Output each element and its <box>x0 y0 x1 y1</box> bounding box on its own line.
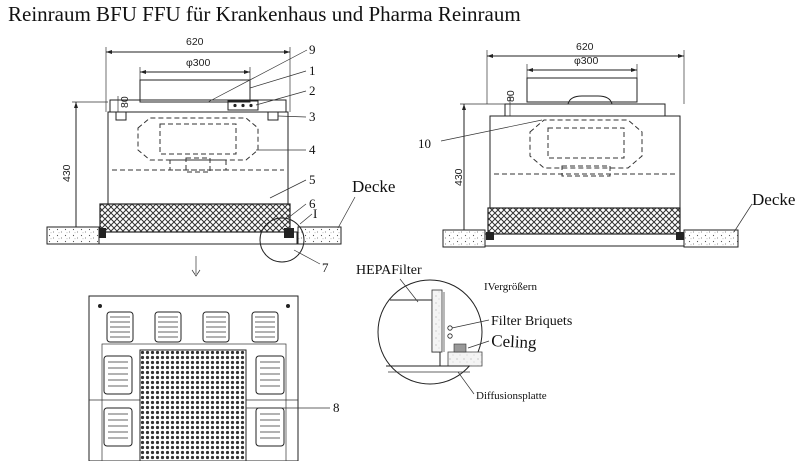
flange-dimension: 80 <box>119 96 131 108</box>
top-plate-right <box>504 103 666 117</box>
callout-5: 5 <box>309 172 316 187</box>
hepa-filter-right <box>487 207 681 235</box>
ceiling-right <box>297 226 342 245</box>
diffusion-plate-right <box>479 233 689 247</box>
perforated-center <box>139 349 247 461</box>
duct-diameter-dimension-right: φ300 <box>574 55 598 67</box>
hepa-filter-label: HEPAFilter <box>356 263 422 278</box>
hepa-filter <box>99 203 291 233</box>
duct-collar <box>139 79 251 103</box>
duct-collar-right <box>526 77 638 103</box>
callout-7: 7 <box>322 260 329 275</box>
callout-6: 6 <box>309 196 316 211</box>
duct-diameter-dimension: φ300 <box>186 57 210 69</box>
zoom-label: IVergrößern <box>484 281 537 293</box>
height-dimension-right: 430 <box>453 168 465 186</box>
fan-motor-right <box>529 119 643 169</box>
callout-3: 3 <box>309 109 316 124</box>
width-dimension: 620 <box>186 36 204 48</box>
ceiling-label-left: Decke <box>352 177 395 196</box>
filter-briquets-label: Filter Briquets <box>491 314 572 329</box>
detail-circle <box>259 217 305 263</box>
page-title: Reinraum BFU FFU für Krankenhaus und Pha… <box>8 2 521 26</box>
ceiling-label-detail: Celing <box>491 331 538 352</box>
detail-marker: I <box>313 206 317 221</box>
plan-view: 8 <box>88 295 340 461</box>
callout-8: 8 <box>333 400 340 415</box>
ceiling-label-right: Decke <box>752 190 795 209</box>
ceiling-left <box>46 226 100 245</box>
side-vents <box>103 355 285 447</box>
right-side-view: 620 φ300 80 430 <box>418 41 795 248</box>
callout-4: 4 <box>309 142 316 157</box>
detail-magnifier-circle <box>377 279 483 385</box>
left-side-view: 620 φ300 80 430 <box>46 36 395 277</box>
callout-2: 2 <box>309 83 316 98</box>
ceiling-left-right-view <box>442 229 486 248</box>
top-vents <box>106 311 279 343</box>
height-dimension: 430 <box>61 164 73 182</box>
housing-right <box>489 115 681 209</box>
callout-1: 1 <box>309 63 316 78</box>
detail-view: HEPAFilter IVergrößern Filter Briquets C… <box>356 263 572 402</box>
callout-10: 10 <box>418 136 431 151</box>
width-dimension-right: 620 <box>576 41 594 53</box>
diffusion-plate-label: Diffusionsplatte <box>476 390 547 402</box>
diffusion-plate <box>91 231 298 245</box>
callout-9: 9 <box>309 42 316 57</box>
control-box <box>227 100 259 111</box>
plan-view-outline <box>88 295 299 461</box>
ceiling-right-right-view <box>683 229 739 248</box>
flange-dimension-right: 80 <box>505 90 517 102</box>
